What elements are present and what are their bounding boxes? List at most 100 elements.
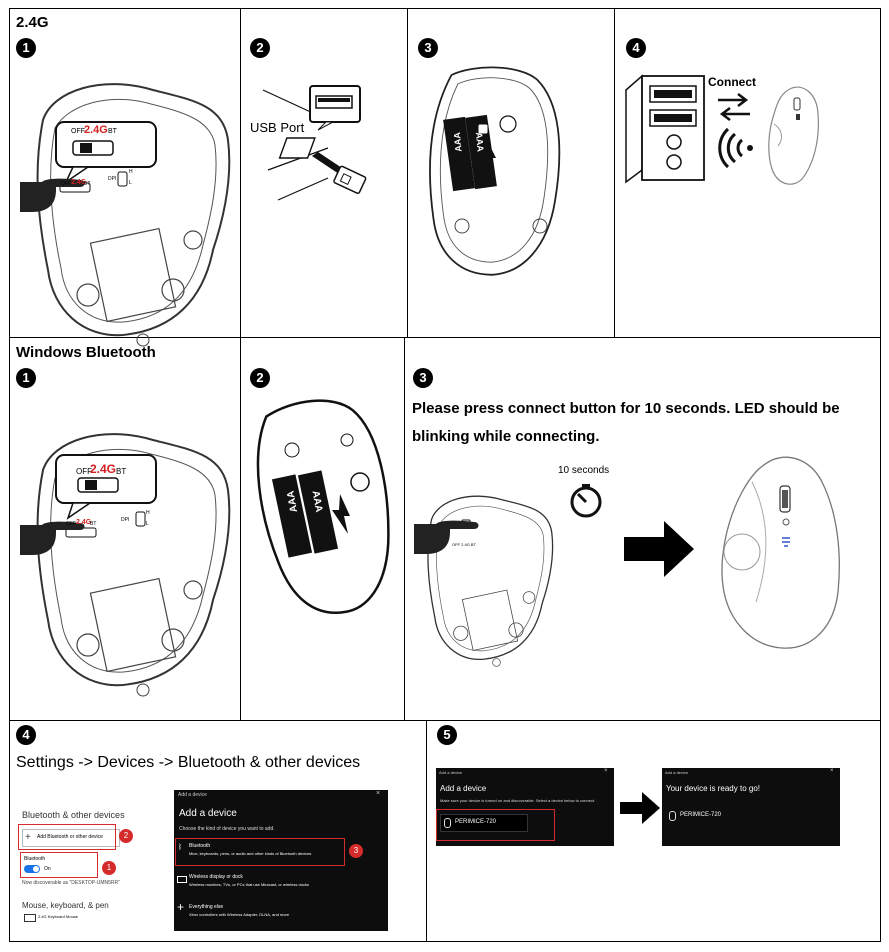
col-divider-r1-b [407,8,408,338]
computer-tower-illustration [625,74,705,184]
right-arrow-icon [620,792,660,824]
toggle-knob [33,866,39,872]
scan-title: Add a device [440,784,487,793]
scan-device-item[interactable]: PERIMICE-720 [440,814,528,832]
mouse-bottom-illustration-bt [20,433,231,697]
switch-bt-label-small: BT [84,181,91,187]
switch-off-small-bt: OFF [66,521,76,527]
scan-bar: Add a device [439,770,463,775]
step-number-1: 1 [16,38,36,58]
switch-off-connect: OFF [452,542,460,547]
step-number-5-row3: 5 [437,725,457,745]
section-title-bt: Windows Bluetooth [16,344,156,361]
row-divider-2 [9,720,881,721]
dpi-h-label: H [129,169,133,175]
discoverable-text: Now discoverable as "DESKTOP-UMN5RR" [22,880,120,886]
switch-24g-label-small: 2.4G [71,179,87,186]
highlight-bluetooth-option [175,838,345,866]
highlight-add-device [18,824,116,850]
option-wireless-title: Wireless display or dock [189,874,243,880]
dpi-label-bt: DPI [121,517,130,523]
mouse-bottom-illustration-connect [414,495,554,668]
mouse-side-illustration-large [721,456,840,649]
dpi-h-label-bt: H [146,510,150,516]
dpi-label: DPI [108,176,117,182]
step-number-2: 2 [250,38,270,58]
timer-icon [570,484,602,518]
ready-close-icon[interactable]: × [830,768,834,774]
bluetooth-toggle[interactable] [24,865,40,873]
table-border-right [880,8,881,942]
option-bluetooth[interactable]: ᛒ Bluetooth Mice, keyboards, pens, or au… [177,840,342,862]
switch-24g-connect: 2.4G [461,542,470,547]
big-right-arrow-icon [624,521,694,577]
switch-off-label-bt: OFF [76,467,92,476]
usb-port-illustration [262,85,367,201]
col-divider-r3-a [426,720,427,942]
on-label: On [44,866,51,872]
dialog-bar: Add a device [178,792,207,798]
settings-title: Bluetooth & other devices [22,810,125,820]
col-divider-r2-b [404,337,405,721]
mouse-bottom-illustration [20,83,231,348]
bluetooth-label: Bluetooth [24,856,46,862]
connect-arrows-icon [718,93,750,121]
switch-24g-label-top: 2.4G [84,124,108,136]
battery-tray-illustration-bt [256,399,390,615]
switch-bt-label-top: BT [108,128,117,135]
switch-bt-label-bt: BT [116,467,127,476]
usb-port-label: USB Port [250,120,305,135]
seconds-label: 10 seconds [558,465,610,476]
option-wireless-display[interactable]: Wireless display or dock Wireless monito… [177,872,377,892]
plus-large-icon: + [177,900,185,914]
keyboard-icon [24,914,36,922]
highlight-bluetooth-toggle [20,852,98,878]
step-number-3: 3 [418,38,438,58]
add-device-dialog: Add a device × Add a device Choose the k… [174,790,388,931]
step-number-3-bt: 3 [413,368,433,388]
option-else-title: Everything else [189,904,224,910]
ready-device-name: PERIMICE-720 [680,812,722,818]
dialog-close-icon[interactable]: × [376,790,381,797]
option-bluetooth-title: Bluetooth [189,843,211,849]
highlight-device [436,809,555,841]
switch-bt-small-bt: BT [90,521,97,527]
connect-label: Connect [708,75,756,89]
scan-close-icon[interactable]: × [604,768,608,774]
add-device-scan-dialog: Add a device × Add a device Make sure yo… [436,768,614,846]
switch-off-label-top: OFF [71,128,85,135]
battery-tray-illustration [429,66,561,276]
step-number-2-bt: 2 [250,368,270,388]
bt-instruction-text: Please press connect button for 10 secon… [412,400,840,445]
badge-1: 1 [102,861,116,875]
table-border-top [9,8,881,9]
device-ready-dialog: Add a device × Your device is ready to g… [662,768,840,846]
dpi-l-label-bt: L [146,521,149,527]
option-wireless-desc: Wireless monitors, TVs, or PCs that use … [189,882,309,887]
dialog-subtitle: Choose the kind of device you want to ad… [179,826,275,832]
add-device-label: Add Bluetooth or other device [37,834,103,840]
mouse-side-illustration-small [768,86,819,185]
table-border-left [9,8,10,942]
option-everything-else[interactable]: + Everything else Xbox controllers with … [177,900,377,922]
scan-subtitle: Make sure your device is turned on and d… [440,798,596,803]
switch-24g-small-bt: 2.4G [76,519,92,526]
mouse-icon-ready [669,811,676,821]
col-divider-r2-a [240,337,241,721]
switch-bt-connect: BT [470,542,477,547]
dpi-l-label: L [129,180,132,186]
ready-device-item: PERIMICE-720 [666,808,736,824]
step-number-4: 4 [626,38,646,58]
battery-label-2: AAA [473,131,486,153]
option-bluetooth-desc: Mice, keyboards, pens, or audio and othe… [189,851,312,856]
scan-device-name: PERIMICE-720 [455,819,497,825]
table-border-bottom [9,941,881,942]
col-divider-r1-a [240,8,241,338]
settings-panel: Bluetooth & other devices + Add Bluetoot… [16,790,176,930]
step-number-1-bt: 1 [16,368,36,388]
plus-icon: + [25,832,31,843]
mkp-title: Mouse, keyboard, & pen [22,901,109,910]
row-divider-1 [9,337,881,338]
monitor-icon [177,876,187,883]
ready-title: Your device is ready to go! [666,784,760,793]
